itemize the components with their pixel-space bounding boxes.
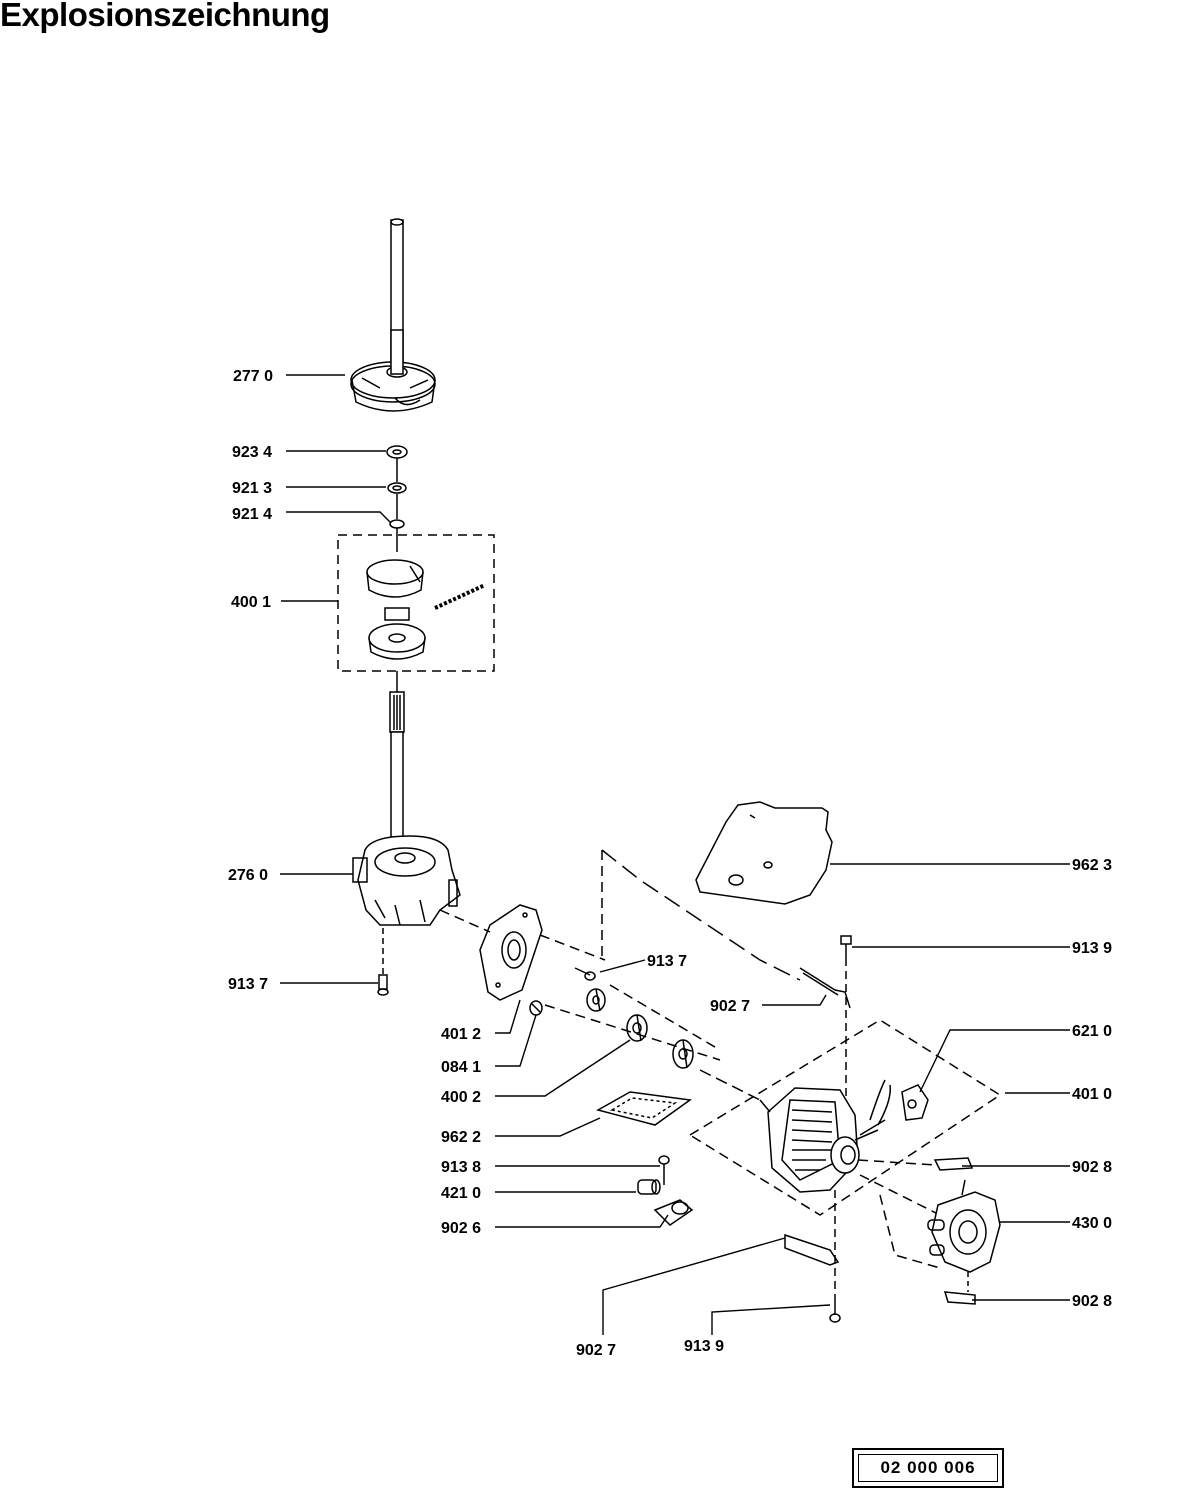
- part-4300-pump: [927, 1179, 1001, 1273]
- label-9234: 923 4: [232, 444, 272, 461]
- part-9214-ring: [389, 519, 405, 529]
- label-4300: 430 0: [1072, 1215, 1112, 1232]
- part-2770-cam: [350, 329, 436, 412]
- part-4002-pulleys: [586, 988, 694, 1069]
- label-9139-lower: 913 9: [684, 1338, 724, 1355]
- part-9234-washer: [386, 445, 408, 459]
- drawing-number-box: 02 000 006: [852, 1448, 1004, 1488]
- label-9137-lower: 913 7: [228, 976, 268, 993]
- part-0841-nut: [529, 1000, 543, 1016]
- part-9028-bracket-lower: [943, 1291, 976, 1305]
- label-9139-upper: 913 9: [1072, 940, 1112, 957]
- label-2760: 276 0: [228, 867, 268, 884]
- part-9026-clamp: [653, 1199, 694, 1226]
- part-6210-switch: [901, 1084, 929, 1121]
- label-0841: 084 1: [441, 1059, 481, 1076]
- part-9137-screw-bracket: [574, 967, 596, 981]
- label-9137-bracket: 913 7: [647, 953, 687, 970]
- part-9028-bracket-upper: [933, 1157, 974, 1171]
- label-9026: 902 6: [441, 1220, 481, 1237]
- label-6210: 621 0: [1072, 1023, 1112, 1040]
- label-9138: 913 8: [441, 1159, 481, 1176]
- part-9138-screw: [658, 1155, 670, 1185]
- label-9623: 962 3: [1072, 857, 1112, 874]
- part-9622-gasket: [596, 1091, 692, 1126]
- label-9214: 921 4: [232, 506, 272, 523]
- part-2760-gearcase: [352, 835, 461, 926]
- label-9027-upper: 902 7: [710, 998, 750, 1015]
- label-9028-upper: 902 8: [1072, 1159, 1112, 1176]
- label-9027-lower: 902 7: [576, 1342, 616, 1359]
- part-4010-motor-assembly: [688, 1019, 1002, 1216]
- leader-lines: [280, 374, 1070, 1335]
- part-9139-bolt-upper: [840, 935, 852, 958]
- part-9213-ring: [387, 482, 407, 494]
- label-4010: 401 0: [1072, 1086, 1112, 1103]
- part-9623-shield: [695, 801, 833, 905]
- label-9622: 962 2: [441, 1129, 481, 1146]
- part-4001-clutch-assembly: [337, 534, 495, 672]
- label-4002: 400 2: [441, 1089, 481, 1106]
- part-4210-capacitor: [637, 1179, 661, 1195]
- label-2770: 277 0: [233, 368, 273, 385]
- label-9028-lower: 902 8: [1072, 1293, 1112, 1310]
- part-9139-bolt-lower: [829, 1298, 841, 1323]
- label-4012: 401 2: [441, 1026, 481, 1043]
- drawing-number: 02 000 006: [858, 1454, 998, 1482]
- label-4210: 421 0: [441, 1185, 481, 1202]
- part-9137-bolt-lower: [377, 974, 389, 996]
- part-4012-bracket: [479, 904, 543, 1001]
- motor: [759, 1079, 891, 1193]
- page-title: Explosionszeichnung: [0, 0, 330, 33]
- part-9027-clip-upper: [799, 967, 851, 1009]
- label-4001: 400 1: [231, 594, 271, 611]
- lower-shaft: [389, 691, 405, 853]
- part-labels: 277 0 923 4 921 3 921 4 400 1 276 0 913 …: [228, 368, 1112, 1359]
- part-9027-clip-lower: [784, 1233, 840, 1266]
- label-9213: 921 3: [232, 480, 272, 497]
